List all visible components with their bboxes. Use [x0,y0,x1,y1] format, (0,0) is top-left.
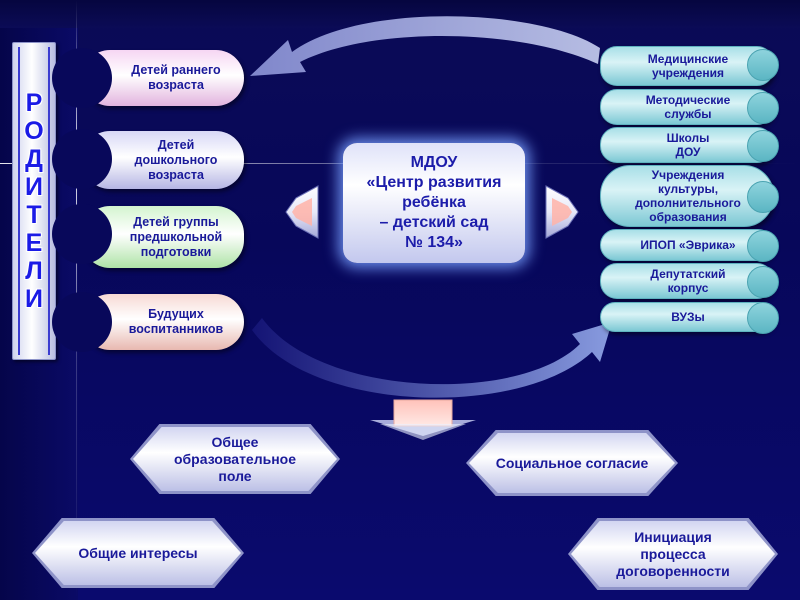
outcome-label-line: Социальное согласие [495,454,649,471]
center-line: ребёнка [402,194,466,211]
institution-medical: Медицинские учреждения [600,46,779,86]
parents-letter: И [25,173,43,201]
group-label-line: подготовки [140,244,212,259]
group-label-line: возраста [148,78,204,92]
group-label-line: возраста [148,167,204,182]
group-preschool-age: Детей дошкольного возраста [52,129,244,189]
outcome-common-interests: Общие интересы [32,518,244,588]
institution-label-line: Медицинские [647,52,729,66]
group-label-line: дошкольного [134,152,218,167]
parents-letters: Р О Д И Т Е Л И [18,47,50,355]
outcome-label-line: процесса [640,545,706,562]
group-label-line: Детей раннего [131,63,221,77]
center-line: «Центр развития [366,174,502,191]
outcome-label-line: поле [218,467,252,484]
bottom-cycle-arrow [252,318,612,398]
center-institution-box: МДОУ «Центр развития ребёнка – детский с… [343,143,525,263]
center-line: – детский сад [379,214,489,231]
group-early-age: Детей раннего возраста [52,48,244,108]
institution-label-line: Учреждения [651,168,725,182]
center-line: № 134» [405,234,463,251]
group-label-line: Детей группы [133,214,219,229]
institution-label-line: Депутатский [650,267,726,281]
institution-schools: Школы ДОУ [600,127,779,163]
institution-label-line: образования [649,210,727,224]
institution-label-line: службы [664,107,712,121]
institution-label-line: корпус [667,281,709,295]
institution-methodical: Методические службы [600,89,779,125]
group-label-line: воспитанников [128,322,224,336]
institution-label-line: ВУЗы [671,310,705,324]
institution-label-line: дополнительного [635,196,741,210]
parents-letter: Е [25,229,43,257]
right-arrow [545,185,579,239]
outcome-label-line: договоренности [616,562,730,579]
parents-letter: О [24,117,44,145]
outcome-label-line: Общие интересы [78,544,198,561]
institution-label-line: культуры, [657,182,719,196]
parents-letter: Р [25,89,43,117]
left-arrow [285,185,319,239]
parents-bar: Р О Д И Т Е Л И [12,42,56,360]
parents-letter: И [25,285,43,313]
down-arrow [370,399,476,440]
institution-ipop-evrika: ИПОП «Эврика» [600,229,779,262]
outcome-label-line: образовательное [173,450,296,467]
parents-letter: Т [26,201,42,229]
outcome-label-line: Общее [211,433,259,450]
institution-label-line: ДОУ [675,145,701,159]
institution-deputies: Депутатский корпус [600,263,779,299]
outcome-label-line: Инициация [634,528,712,545]
outcome-agreement-initiation: Инициация процесса договоренности [568,518,778,590]
group-label-line: Будущих [148,307,204,321]
group-label-line: предшкольной [129,229,223,244]
institution-label-line: Методические [645,93,731,107]
parents-letter: Д [25,145,43,173]
group-future-pupils: Будущих воспитанников [52,292,244,352]
center-line: МДОУ [410,154,458,171]
institution-label-line: Школы [666,131,710,145]
institution-universities: ВУЗы [600,302,779,334]
parents-letter: Л [25,257,43,285]
group-preschool-preparation: Детей группы предшкольной подготовки [52,204,244,268]
institution-culture: Учреждения культуры, дополнительного обр… [600,165,779,227]
outcome-common-educational-field: Общее образовательное поле [130,424,340,494]
group-label-line: Детей [157,137,195,152]
top-cycle-arrow [250,16,600,77]
institution-label-line: учреждения [652,66,724,80]
institution-label-line: ИПОП «Эврика» [640,238,736,252]
outcome-social-consent: Социальное согласие [466,430,678,496]
